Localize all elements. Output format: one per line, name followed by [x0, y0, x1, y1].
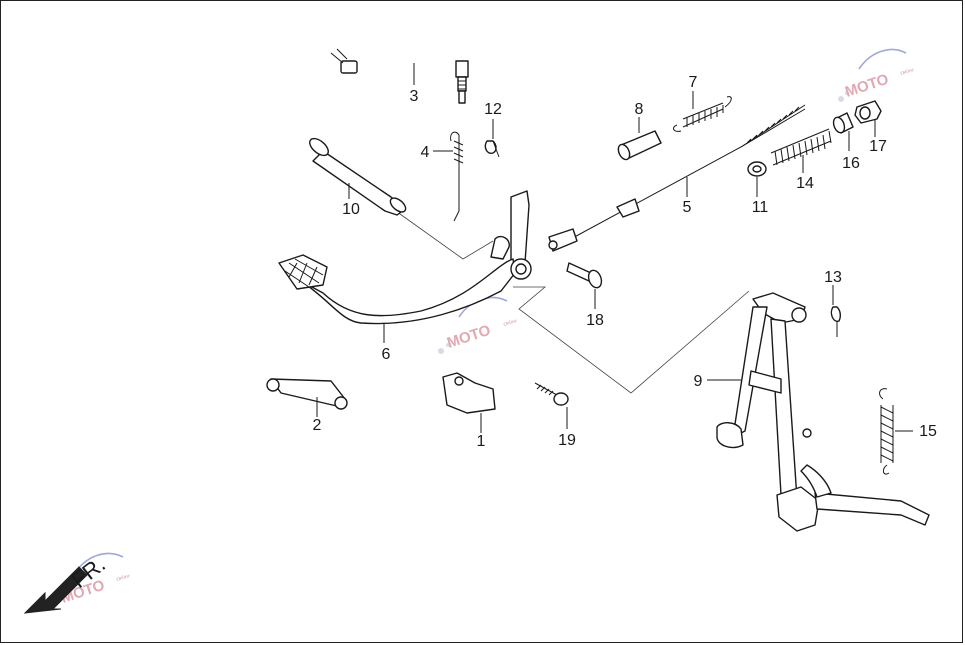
svg-text:Online: Online [900, 68, 915, 77]
callout-16: 16 [842, 155, 860, 172]
callout-7: 7 [689, 74, 698, 91]
svg-text:MOTO: MOTO [843, 71, 891, 101]
callout-4: 4 [421, 144, 430, 161]
part-3-stop-switch [330, 38, 469, 104]
svg-text:Online: Online [116, 574, 131, 583]
part-5-brake-cable [548, 104, 806, 252]
part-15-stand-spring [879, 388, 894, 475]
callout-3: 3 [410, 88, 419, 105]
part-6-brake-pedal [278, 190, 532, 325]
part-13-cotter-pin [830, 306, 842, 337]
callout-13: 13 [824, 269, 842, 286]
callout-1: 1 [477, 433, 486, 450]
callout-5: 5 [683, 199, 692, 216]
svg-text:Online: Online [503, 319, 518, 328]
callout-2: 2 [313, 417, 322, 434]
watermark-top-right: MOTO Online [838, 48, 915, 102]
callout-8: 8 [635, 101, 644, 118]
assembly-guide-line-9 [513, 286, 750, 394]
part-4-spring-rod [450, 131, 464, 222]
part-19-screw [534, 382, 569, 406]
part-1-bracket [442, 372, 496, 414]
callout-15: 15 [919, 423, 937, 440]
callout-18: 18 [586, 312, 604, 329]
part-11-washer [747, 161, 767, 177]
part-9-main-stand [716, 292, 930, 532]
callout-6: 6 [382, 346, 391, 363]
callout-14: 14 [796, 175, 814, 192]
callout-17: 17 [869, 138, 887, 155]
part-12-cotter-clip [484, 140, 500, 158]
callout-11: 11 [752, 199, 769, 216]
part-10-pivot-shaft [309, 137, 407, 216]
part-16-collar [832, 112, 854, 134]
callout-10: 10 [342, 201, 360, 218]
part-7-return-spring [673, 96, 732, 132]
assembly-guide-line-10 [392, 208, 494, 260]
part-18-pivot-pin [566, 262, 603, 289]
callout-12: 12 [484, 101, 502, 118]
callout-9: 9 [694, 373, 703, 390]
part-17-adjusting-nut [854, 100, 882, 124]
part-2-brake-rod [203, 349, 348, 410]
callout-19: 19 [558, 432, 576, 449]
part-14-coil-spring [770, 128, 832, 166]
svg-text:MOTO: MOTO [445, 322, 493, 352]
part-8-sleeve [617, 130, 662, 161]
